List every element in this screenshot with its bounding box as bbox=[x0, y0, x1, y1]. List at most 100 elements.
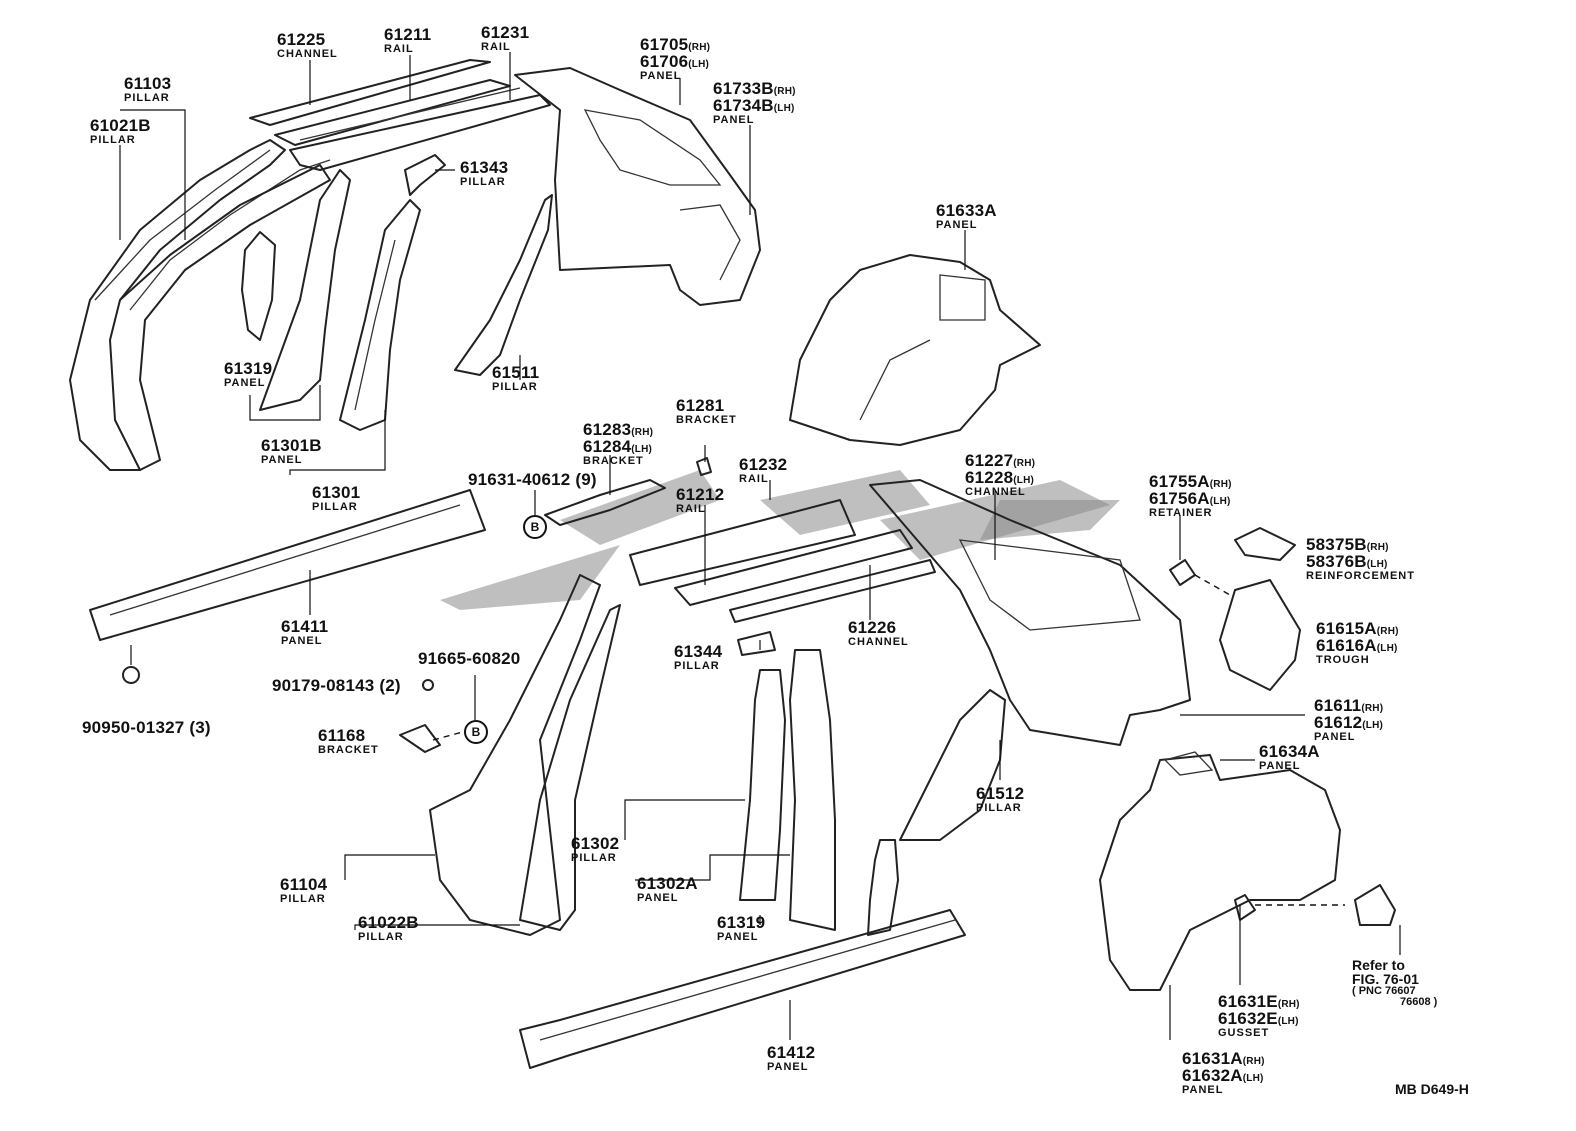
part-number: 61612 bbox=[1314, 713, 1363, 732]
part-number: 61211 bbox=[384, 25, 432, 44]
part-name: PANEL bbox=[936, 219, 978, 231]
part-number: 61284 bbox=[583, 437, 632, 456]
part-panel-61319-upper bbox=[241, 231, 276, 341]
part-name: PANEL bbox=[1182, 1084, 1224, 1096]
side-tag: (LH) bbox=[1209, 496, 1231, 507]
label-61512: 61512 PILLAR bbox=[976, 785, 1024, 814]
part-number: 61168 bbox=[318, 726, 366, 745]
part-name: PANEL bbox=[1259, 760, 1301, 772]
part-center-pillar-upper bbox=[259, 169, 421, 431]
label-61411: 61411 PANEL bbox=[281, 618, 328, 647]
reference-note: Refer to FIG. 76-01 ( PNC 76607 76608 ) bbox=[1352, 958, 1437, 1008]
part-number: 61734B bbox=[713, 96, 774, 115]
part-name: RETAINER bbox=[1149, 507, 1213, 519]
bolt-marker-b: B bbox=[464, 720, 488, 744]
label-61103: 61103 PILLAR bbox=[124, 75, 171, 104]
part-name: CHANNEL bbox=[848, 636, 909, 648]
part-center-pillar-lower bbox=[739, 649, 899, 936]
part-name: RAIL bbox=[481, 41, 511, 53]
part-quarter-panel-upper bbox=[514, 67, 761, 306]
label-61227: 61227(RH) 61228(LH) CHANNEL bbox=[965, 452, 1035, 498]
part-name: GUSSET bbox=[1218, 1027, 1270, 1039]
part-number: 61103 bbox=[124, 74, 172, 93]
part-number: 90950-01327 (3) bbox=[82, 718, 211, 737]
part-number: 61412 bbox=[767, 1043, 816, 1062]
watermark-logo bbox=[440, 470, 1120, 610]
part-bracket-61281 bbox=[696, 457, 712, 476]
label-61733b: 61733B(RH) 61734B(LH) PANEL bbox=[713, 80, 796, 126]
label-58375b: 58375B(RH) 58376B(LH) REINFORCEMENT bbox=[1306, 536, 1415, 582]
part-name: CHANNEL bbox=[965, 486, 1026, 498]
part-number: 61705 bbox=[640, 35, 689, 54]
part-name: PILLAR bbox=[460, 176, 506, 188]
part-name: PILLAR bbox=[90, 134, 136, 146]
part-name: PILLAR bbox=[124, 92, 170, 104]
reference-line: Refer to bbox=[1352, 957, 1405, 973]
part-name: RAIL bbox=[676, 503, 706, 515]
part-number: 61226 bbox=[848, 618, 897, 637]
part-bracket-61283 bbox=[544, 479, 666, 526]
part-number: 61283 bbox=[583, 420, 632, 439]
label-61631e: 61631E(RH) 61632E(LH) GUSSET bbox=[1218, 993, 1300, 1039]
part-number: 61319 bbox=[224, 359, 273, 378]
label-61319-lower: 61319 PANEL bbox=[717, 914, 765, 943]
side-tag: (RH) bbox=[1209, 479, 1232, 490]
label-61301b: 61301B PANEL bbox=[261, 437, 322, 466]
part-bolt-90179 bbox=[422, 679, 434, 691]
label-61511: 61511 PILLAR bbox=[492, 364, 539, 393]
part-number: 58376B bbox=[1306, 552, 1367, 571]
part-name: PILLAR bbox=[312, 501, 358, 513]
part-name: RAIL bbox=[739, 473, 769, 485]
label-61022b: 61022B PILLAR bbox=[358, 914, 419, 943]
part-number: 61634A bbox=[1259, 742, 1320, 761]
label-61343: 61343 PILLAR bbox=[460, 159, 508, 188]
label-61211: 61211 RAIL bbox=[384, 26, 431, 55]
part-name: PILLAR bbox=[571, 852, 617, 864]
part-number: 61228 bbox=[965, 468, 1014, 487]
leader-lines bbox=[119, 52, 1401, 1040]
part-number: 61225 bbox=[277, 30, 326, 49]
side-tag: (LH) bbox=[773, 103, 795, 114]
label-61344: 61344 PILLAR bbox=[674, 643, 722, 672]
label-61212: 61212 RAIL bbox=[676, 486, 724, 515]
label-61021b: 61021B PILLAR bbox=[90, 117, 151, 146]
part-number: 61632E bbox=[1218, 1009, 1278, 1028]
part-pillar-61511 bbox=[454, 194, 553, 376]
label-90950: 90950-01327 (3) bbox=[82, 719, 211, 736]
part-trough-61615a bbox=[1219, 579, 1301, 691]
part-rocker-panel-61411 bbox=[89, 489, 486, 641]
part-number: 61611 bbox=[1314, 696, 1362, 715]
label-61611: 61611(RH) 61612(LH) PANEL bbox=[1314, 697, 1383, 743]
label-61301: 61301 PILLAR bbox=[312, 484, 360, 513]
part-number: 61343 bbox=[460, 158, 509, 177]
diagram-code: MB D649-H bbox=[1395, 1081, 1469, 1097]
label-61225: 61225 CHANNEL bbox=[277, 31, 338, 60]
part-number: 61227 bbox=[965, 451, 1014, 470]
part-referenced-clip bbox=[1354, 884, 1396, 926]
part-name: PANEL bbox=[717, 931, 759, 943]
part-name: PILLAR bbox=[358, 931, 404, 943]
label-61104: 61104 PILLAR bbox=[280, 876, 327, 905]
part-number: 61301 bbox=[312, 483, 361, 502]
part-name: BRACKET bbox=[676, 414, 737, 426]
part-number: 61733B bbox=[713, 79, 774, 98]
part-roof-rails-lower bbox=[629, 499, 936, 623]
part-number: 61632A bbox=[1182, 1066, 1243, 1085]
part-name: PANEL bbox=[713, 114, 755, 126]
side-tag: (RH) bbox=[1376, 626, 1399, 637]
side-tag: (LH) bbox=[1362, 720, 1384, 731]
side-tag: (LH) bbox=[1013, 475, 1035, 486]
label-61319-upper: 61319 PANEL bbox=[224, 360, 272, 389]
part-gusset-61631e bbox=[1234, 894, 1256, 921]
side-tag: (LH) bbox=[631, 444, 653, 455]
part-name: PANEL bbox=[224, 377, 266, 389]
part-retainer-61755a bbox=[1169, 559, 1196, 586]
part-name: PANEL bbox=[1314, 731, 1356, 743]
part-number: 61231 bbox=[481, 23, 530, 42]
part-reinforcement-58375b bbox=[1234, 527, 1296, 561]
label-91631: 91631-40612 (9) bbox=[468, 471, 597, 488]
part-number: 61281 bbox=[676, 396, 725, 415]
part-name: PILLAR bbox=[280, 893, 326, 905]
label-61755a: 61755A(RH) 61756A(LH) RETAINER bbox=[1149, 473, 1232, 519]
